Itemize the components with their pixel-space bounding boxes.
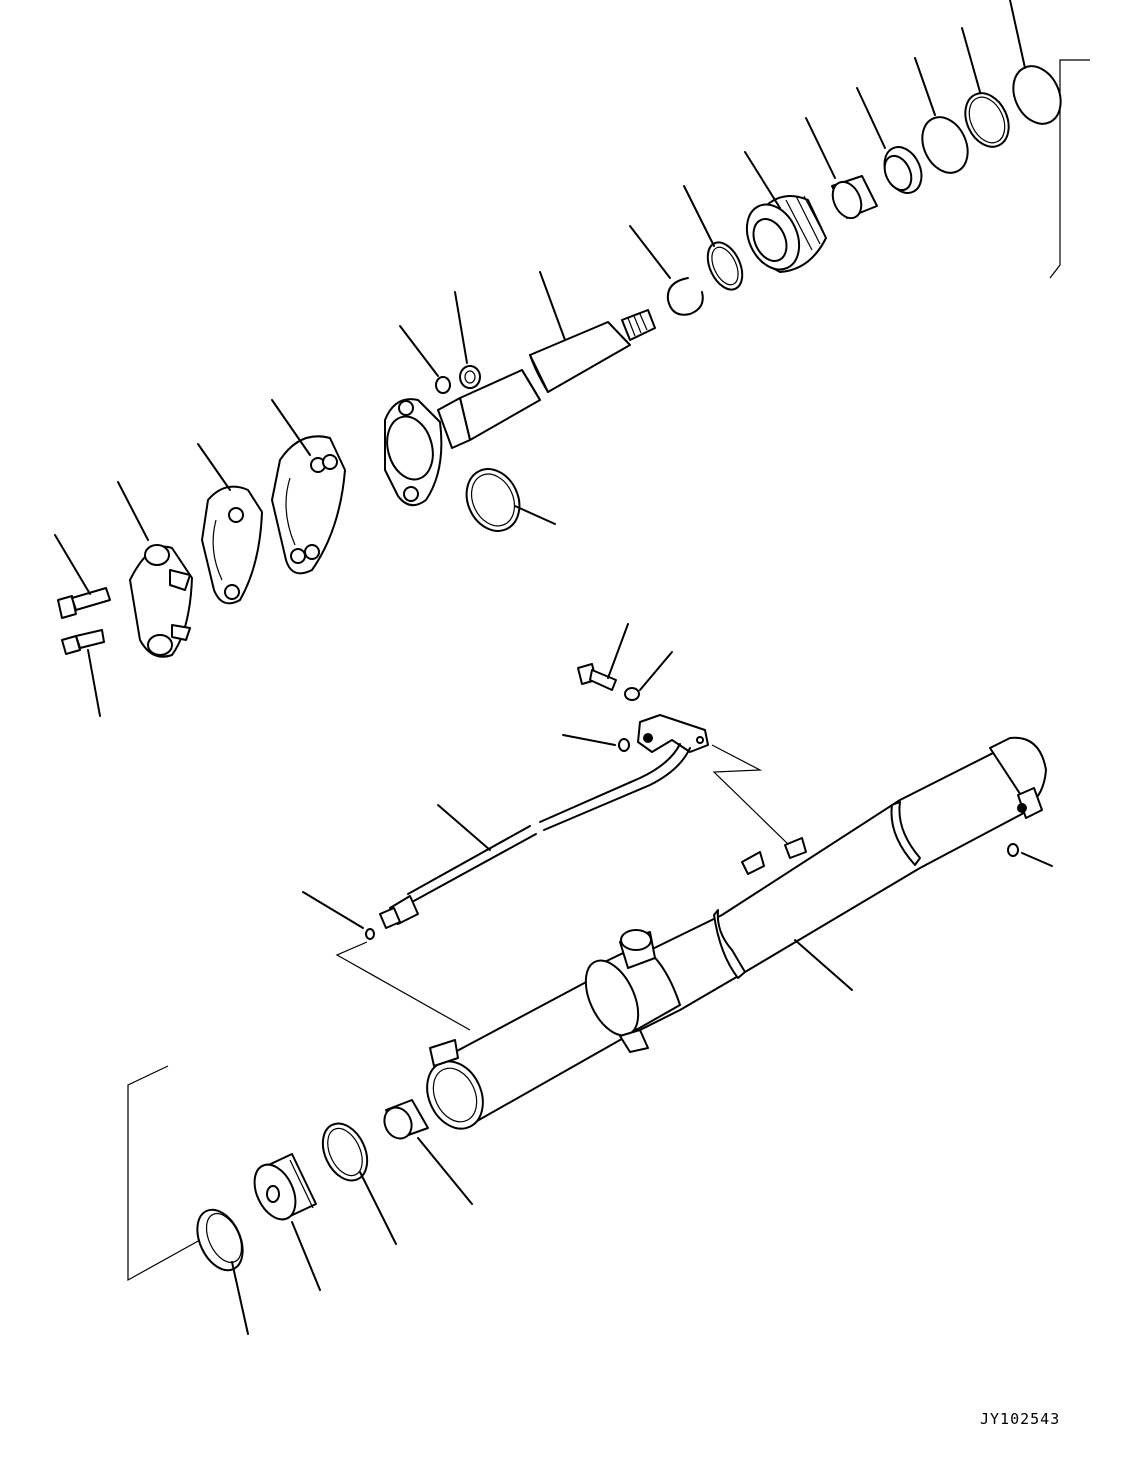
bracket-line-pipe-top xyxy=(712,745,790,846)
leader-25 xyxy=(418,1138,472,1204)
bracket-line-top-right xyxy=(1050,60,1090,278)
piston-ring xyxy=(314,1116,376,1187)
piston-seal-inner xyxy=(199,1208,248,1268)
bracket-line-pipe-left xyxy=(337,942,470,1030)
hydraulic-pipe xyxy=(380,744,690,928)
dust-ring-lower xyxy=(457,460,529,539)
rod-nut xyxy=(460,366,480,388)
clamp-plate-right xyxy=(272,436,345,573)
leader-1 xyxy=(1010,0,1025,68)
snap-ring xyxy=(668,278,703,315)
leader-26 xyxy=(360,1172,396,1244)
rod-seal-ring xyxy=(701,237,749,295)
bracket-line-bottom-left xyxy=(128,1066,200,1280)
rod-end-cap xyxy=(130,545,192,657)
leader-18 xyxy=(608,624,628,678)
piston-rod xyxy=(438,310,655,448)
clamp-plate-left xyxy=(202,487,262,604)
rod-seal-ring-inner xyxy=(707,243,744,289)
leader-16 xyxy=(55,535,90,594)
leader-12 xyxy=(515,506,555,524)
leader-5 xyxy=(806,118,835,178)
o-ring-large-2 xyxy=(914,110,977,180)
pipe-bolt xyxy=(578,664,616,690)
drawing-code: JY102543 xyxy=(980,1410,1061,1428)
leader-13 xyxy=(272,400,310,455)
leader-20 xyxy=(563,735,615,745)
leader-19 xyxy=(640,652,672,690)
tube-assembly-group xyxy=(128,624,1052,1334)
rod-washer xyxy=(436,377,450,393)
piston-ring-inner xyxy=(321,1123,369,1181)
leader-2 xyxy=(962,28,980,92)
piston-nut xyxy=(379,1100,428,1143)
leader-21 xyxy=(438,805,490,850)
grease-fitting xyxy=(62,630,104,654)
cap-bolt xyxy=(58,588,110,618)
dust-seal xyxy=(877,141,928,199)
pipe-bracket xyxy=(638,715,708,752)
leader-11 xyxy=(400,326,438,376)
leader-9 xyxy=(540,272,565,340)
leader-3 xyxy=(915,58,935,115)
leader-14 xyxy=(198,444,230,490)
dust-ring-lower-inner xyxy=(463,467,522,533)
leader-6 xyxy=(745,152,780,208)
leader-17 xyxy=(88,650,100,716)
o-ring-small-top xyxy=(619,739,629,751)
rod-assembly-group xyxy=(55,0,1090,716)
backup-ring-1-inner xyxy=(962,91,1011,148)
leader-24 xyxy=(1022,853,1052,866)
leader-22 xyxy=(303,892,363,928)
leader-27 xyxy=(292,1222,320,1290)
o-ring-small-pipe xyxy=(366,929,374,939)
cylinder-tube xyxy=(417,738,1046,1138)
o-ring-small-right xyxy=(1008,844,1018,856)
rod-eye xyxy=(380,399,441,505)
leader-15 xyxy=(118,482,148,540)
leader-7 xyxy=(684,186,714,246)
cylinder-head xyxy=(737,196,826,278)
leader-8 xyxy=(630,226,670,278)
leader-28 xyxy=(232,1262,248,1334)
piston xyxy=(246,1154,316,1226)
leader-10 xyxy=(455,292,467,363)
leader-23 xyxy=(795,940,852,990)
leader-4 xyxy=(857,88,885,148)
pipe-washer xyxy=(625,688,639,700)
bushing xyxy=(827,176,877,223)
